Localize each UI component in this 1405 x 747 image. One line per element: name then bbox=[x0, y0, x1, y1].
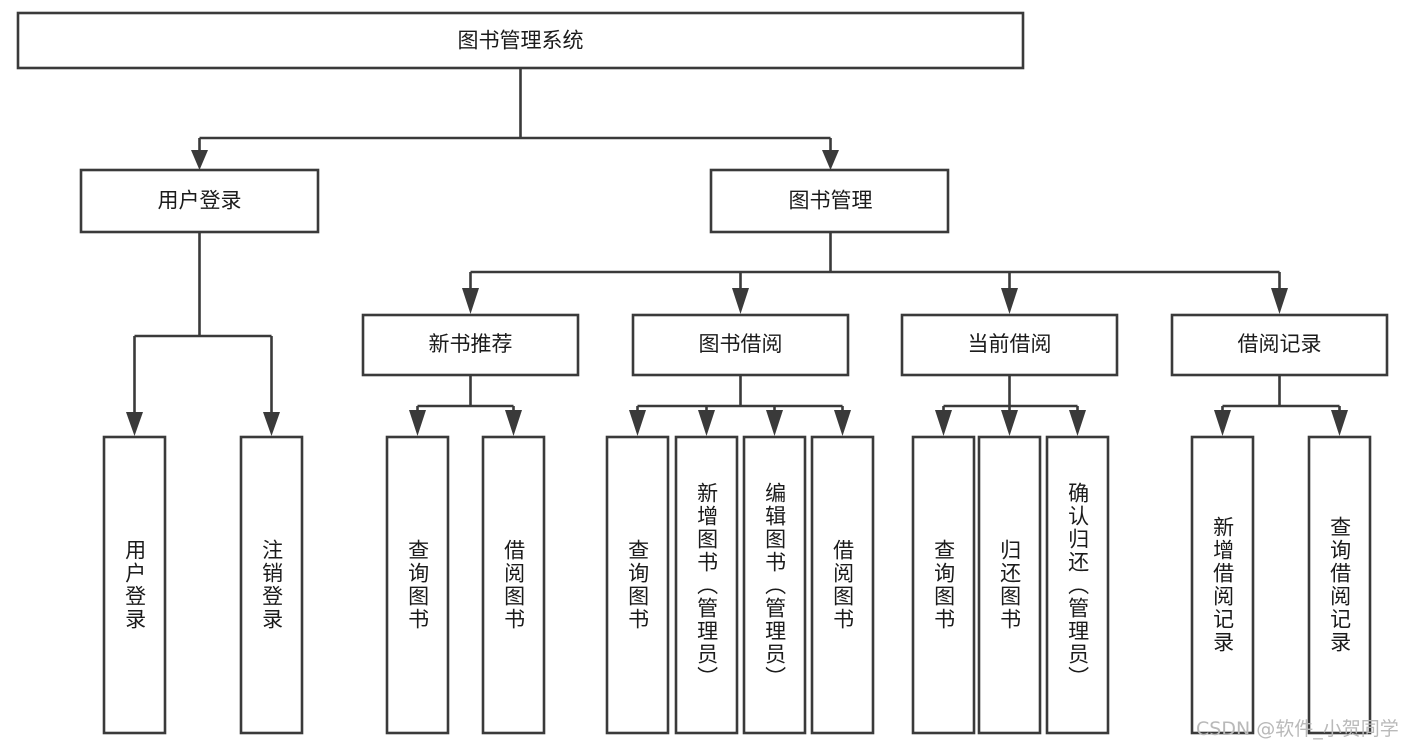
node-layer: 图书管理系统 用户登录 图书管理 新书推荐 图书借阅 当前借阅 借阅记录 bbox=[16, 11, 1389, 735]
arrowhead-to-book-mgmt bbox=[822, 150, 839, 170]
node-user-login[interactable] bbox=[79, 168, 320, 234]
arrowhead-leaf-user-login bbox=[126, 412, 143, 436]
node-new-book-recommend-label: 新书推荐 bbox=[429, 332, 513, 356]
node-root-label: 图书管理系统 bbox=[458, 29, 584, 53]
node-root-library-system[interactable] bbox=[16, 11, 1025, 70]
arrowhead-bb-leaf-3 bbox=[766, 410, 783, 436]
arrowhead-bb-leaf-4 bbox=[834, 410, 851, 436]
arrowhead-br-leaf-2 bbox=[1331, 410, 1348, 436]
arrowhead-book-borrow bbox=[732, 288, 749, 314]
leaf-query-book-recommend[interactable] bbox=[385, 435, 450, 735]
node-book-borrow[interactable] bbox=[631, 313, 850, 377]
leaf-query-book-borrow[interactable] bbox=[605, 435, 670, 735]
arrowhead-nbr-leaf-2 bbox=[505, 410, 522, 436]
arrowhead-leaf-user-logout bbox=[263, 412, 280, 436]
leaf-add-book-admin[interactable] bbox=[674, 435, 739, 735]
leaf-return-book[interactable] bbox=[977, 435, 1042, 735]
leaf-borrow-book[interactable] bbox=[810, 435, 875, 735]
arrowhead-new-book-recommend bbox=[462, 288, 479, 314]
arrowhead-br-leaf-1 bbox=[1214, 410, 1231, 436]
arrowhead-cb-leaf-3 bbox=[1069, 410, 1086, 436]
arrowhead-current-borrow bbox=[1001, 288, 1018, 314]
node-book-management[interactable] bbox=[709, 168, 950, 234]
arrowhead-bb-leaf-1 bbox=[629, 410, 646, 436]
leaf-edit-book-admin[interactable] bbox=[742, 435, 807, 735]
node-new-book-recommend[interactable] bbox=[361, 313, 580, 377]
node-current-borrow[interactable] bbox=[900, 313, 1119, 377]
arrowhead-cb-leaf-2 bbox=[1001, 410, 1018, 436]
leaf-add-borrow-record[interactable] bbox=[1190, 435, 1255, 735]
node-borrow-record[interactable] bbox=[1170, 313, 1389, 377]
arrowhead-borrow-record bbox=[1271, 288, 1288, 314]
node-book-borrow-label: 图书借阅 bbox=[699, 332, 783, 356]
arrowhead-to-user-login bbox=[191, 150, 208, 170]
leaf-confirm-return-admin[interactable] bbox=[1045, 435, 1110, 735]
node-book-management-label: 图书管理 bbox=[789, 189, 873, 213]
arrowhead-cb-leaf-1 bbox=[935, 410, 952, 436]
connector-layer bbox=[126, 68, 1348, 436]
arrowhead-bb-leaf-2 bbox=[698, 410, 715, 436]
leaf-borrow-book-recommend[interactable] bbox=[481, 435, 546, 735]
leaf-user-logout[interactable] bbox=[239, 435, 304, 735]
arrowhead-nbr-leaf-1 bbox=[409, 410, 426, 436]
node-user-login-label: 用户登录 bbox=[158, 189, 242, 213]
node-current-borrow-label: 当前借阅 bbox=[968, 332, 1052, 356]
leaf-query-borrow-record[interactable] bbox=[1307, 435, 1372, 735]
node-borrow-record-label: 借阅记录 bbox=[1238, 332, 1322, 356]
leaf-query-book-current[interactable] bbox=[911, 435, 976, 735]
leaf-user-login[interactable] bbox=[102, 435, 167, 735]
csdn-watermark: CSDN @软件_小贺同学 bbox=[1196, 718, 1399, 740]
